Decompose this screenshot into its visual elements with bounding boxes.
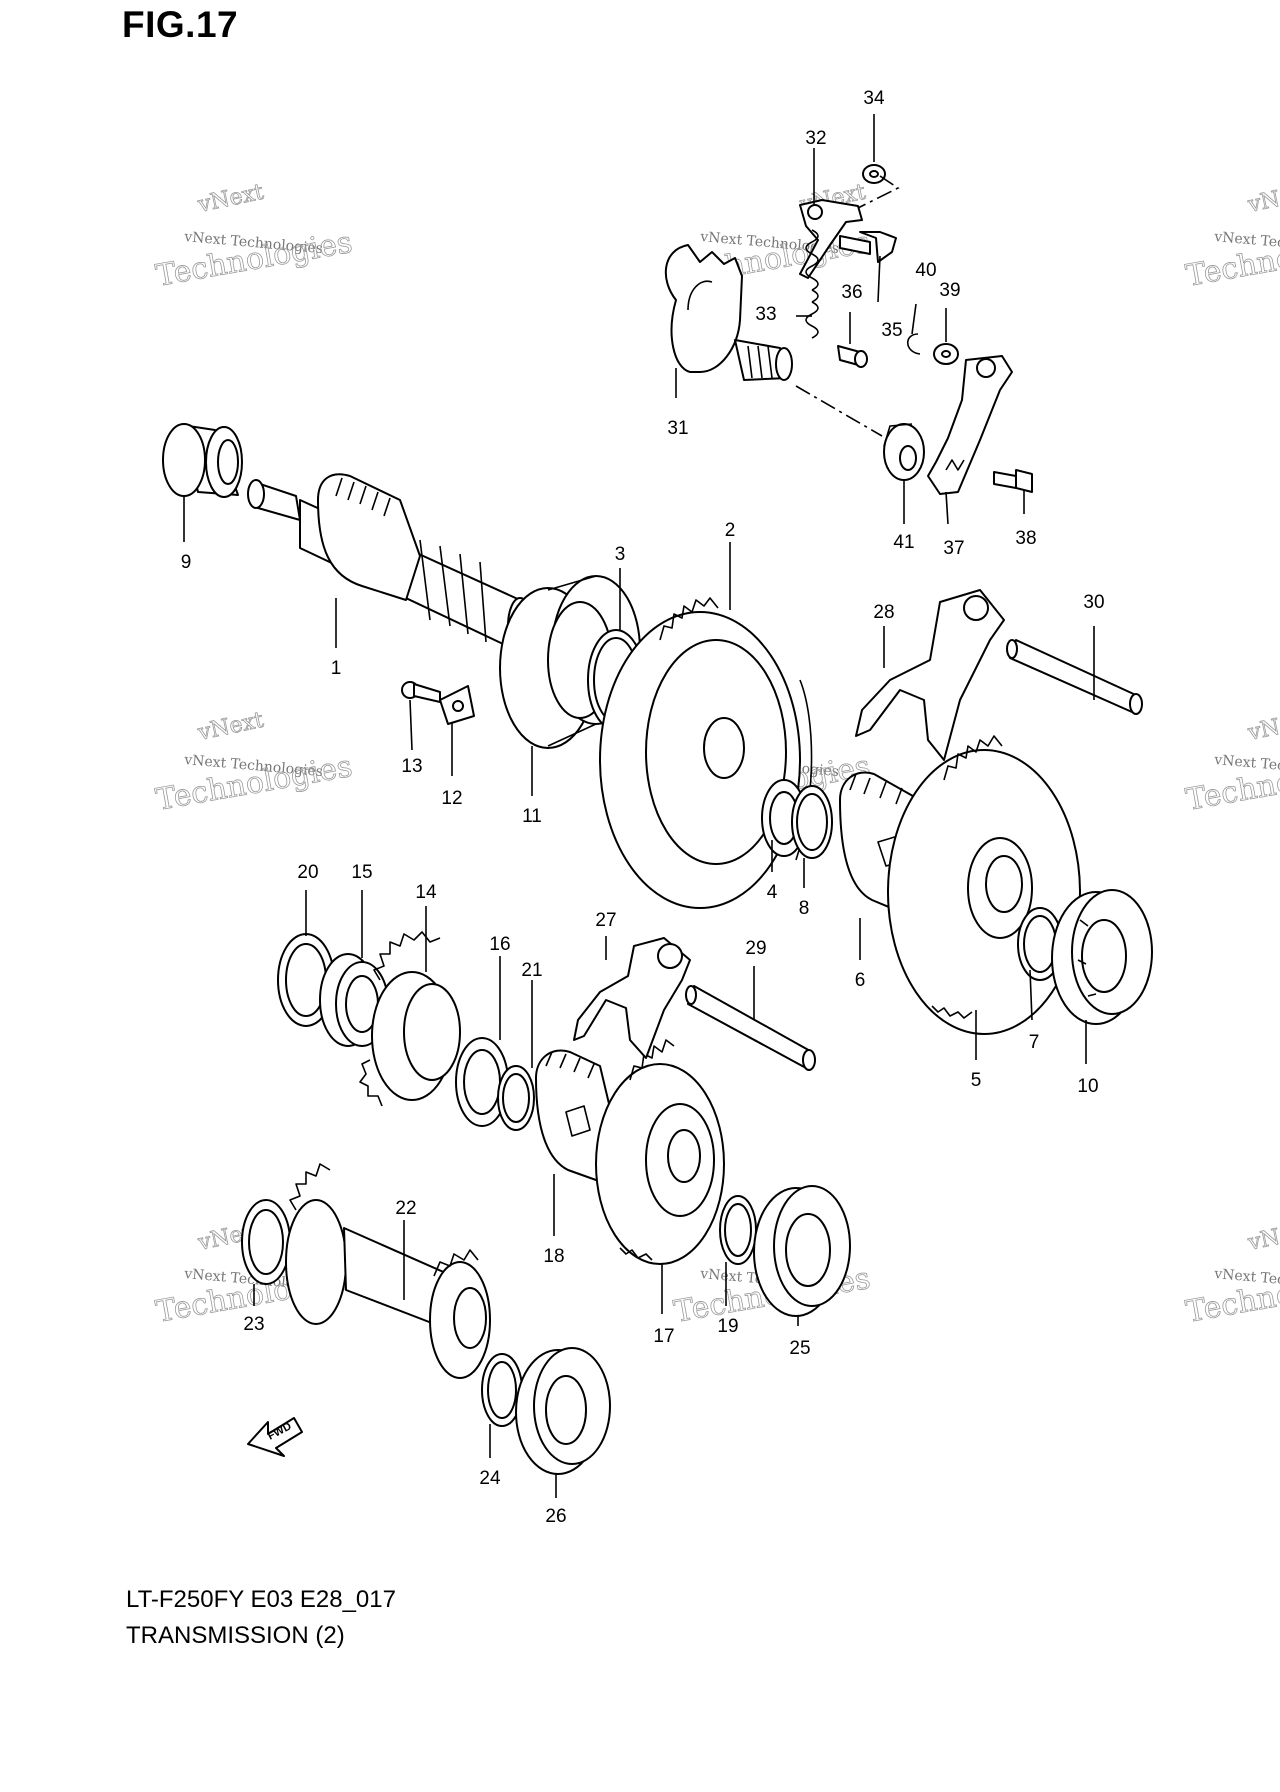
part-40-circlip [906,333,921,355]
part-number-label: 8 [799,898,810,919]
part-25-bearing [753,1185,851,1317]
part-27-shift-fork [573,937,691,1059]
part-number-label: 25 [789,1338,810,1359]
watermark-1: vNext vNext Technologies Technologies [153,179,355,294]
part-10-bearing [1051,889,1153,1025]
part-number-label: 2 [725,520,736,541]
part-17-gear [595,1039,725,1265]
part-2-gear [599,597,813,909]
part-number-label: 18 [543,1246,564,1267]
part-number-label: 13 [401,756,422,777]
part-14-gear [359,931,461,1107]
watermark-brand-top: vNext [195,180,266,218]
part-number-label: 11 [522,806,542,827]
part-number-label: 5 [971,1070,982,1091]
part-number-label: 1 [331,658,342,679]
part-number-label: 14 [415,882,437,903]
part-5-gear [887,735,1081,1035]
part-number-label: 22 [395,1198,416,1219]
driveshaft-assembly [241,931,851,1475]
part-number-label: 19 [717,1316,738,1337]
part-number-label: 20 [297,862,318,883]
part-number-label: 3 [615,544,626,565]
part-34-washer [862,164,886,184]
part-39-washer [933,343,959,365]
part-36-pin [837,345,868,368]
section-title-line: TRANSMISSION (2) [126,1622,345,1649]
part-35-bolt [839,231,897,263]
part-28-shift-fork [855,589,1005,761]
part-number-label: 35 [881,320,902,341]
part-number-label: 33 [755,304,776,325]
part-number-label: 32 [805,128,826,149]
fwd-direction-arrow: FWD [247,1417,303,1457]
part-number-label: 39 [939,280,960,301]
part-9-needle-bearing [162,423,243,498]
part-number-label: 27 [595,910,616,931]
watermark-brand-top: vNext [1245,1218,1280,1256]
dash-centerline [795,385,883,437]
part-number-label: 26 [545,1506,566,1527]
part-32-shift-plate [799,199,863,279]
part-number-label: 7 [1029,1032,1040,1053]
figure-title: FIG.17 [122,4,239,45]
part-19-circlip [719,1195,757,1265]
part-number-label: 10 [1077,1076,1098,1097]
part-29-fork-shaft [685,985,816,1071]
part-number-label: 6 [855,970,866,991]
watermark-brand-top: vNext [1245,180,1280,218]
part-number-label: 23 [243,1314,264,1335]
part-38-bolt [993,469,1033,493]
watermark-9: vNext vNext Technologies Technologies [1183,1217,1280,1330]
leader-lines [183,114,1095,1498]
part-1-countershaft [247,473,533,655]
part-number-label: 17 [653,1326,674,1347]
part-22-driveshaft [285,1163,491,1379]
part-16-washer [455,1037,509,1127]
part-8-circlip [791,785,833,859]
part-number-label: 37 [943,538,964,559]
part-30-fork-shaft [1006,639,1143,715]
part-number-label: 16 [489,934,510,955]
part-number-label: 31 [667,418,688,439]
part-number-label: 28 [873,602,894,623]
watermark-3: vNext vNext Technologies Technologies [1183,179,1280,294]
part-number-label: 38 [1015,528,1036,549]
watermark-brand-top: vNext [195,708,266,746]
watermark-4: vNext vNext Technologies Technologies [153,707,355,818]
dash-centerline [857,175,900,209]
part-13-bolt [401,681,441,703]
part-31-shift-cam [664,244,793,381]
part-number-labels: 34 32 33 36 40 39 35 31 41 37 38 9 1 3 2… [181,88,1105,1527]
countershaft-assembly [162,423,1153,1035]
part-number-label: 15 [351,862,372,883]
part-number-label: 30 [1083,592,1104,613]
part-number-label: 9 [181,552,192,573]
part-21-circlip [497,1065,535,1131]
part-number-label: 36 [841,282,862,303]
part-33-spring [805,229,819,339]
part-12-lock-plate [439,685,475,725]
part-23-washer [241,1199,291,1285]
watermark-6: vNext vNext Technologies Technologies [1183,707,1280,818]
model-code-line: LT-F250FY E03 E28_017 [126,1586,396,1613]
part-24-circlip [481,1353,523,1427]
part-number-label: 21 [521,960,542,981]
part-number-label: 24 [479,1468,501,1489]
part-number-label: 34 [863,88,885,109]
part-number-label: 12 [441,788,462,809]
part-number-label: 40 [915,260,936,281]
watermark-brand-top: vNext [1245,708,1280,746]
part-26-bearing [515,1347,611,1475]
part-number-label: 4 [767,882,778,903]
part-37-shift-arm [927,355,1013,495]
part-41-bearing [883,423,925,481]
part-number-label: 41 [893,532,914,553]
part-number-label: 29 [745,938,766,959]
shift-cam-assembly [664,164,1033,495]
